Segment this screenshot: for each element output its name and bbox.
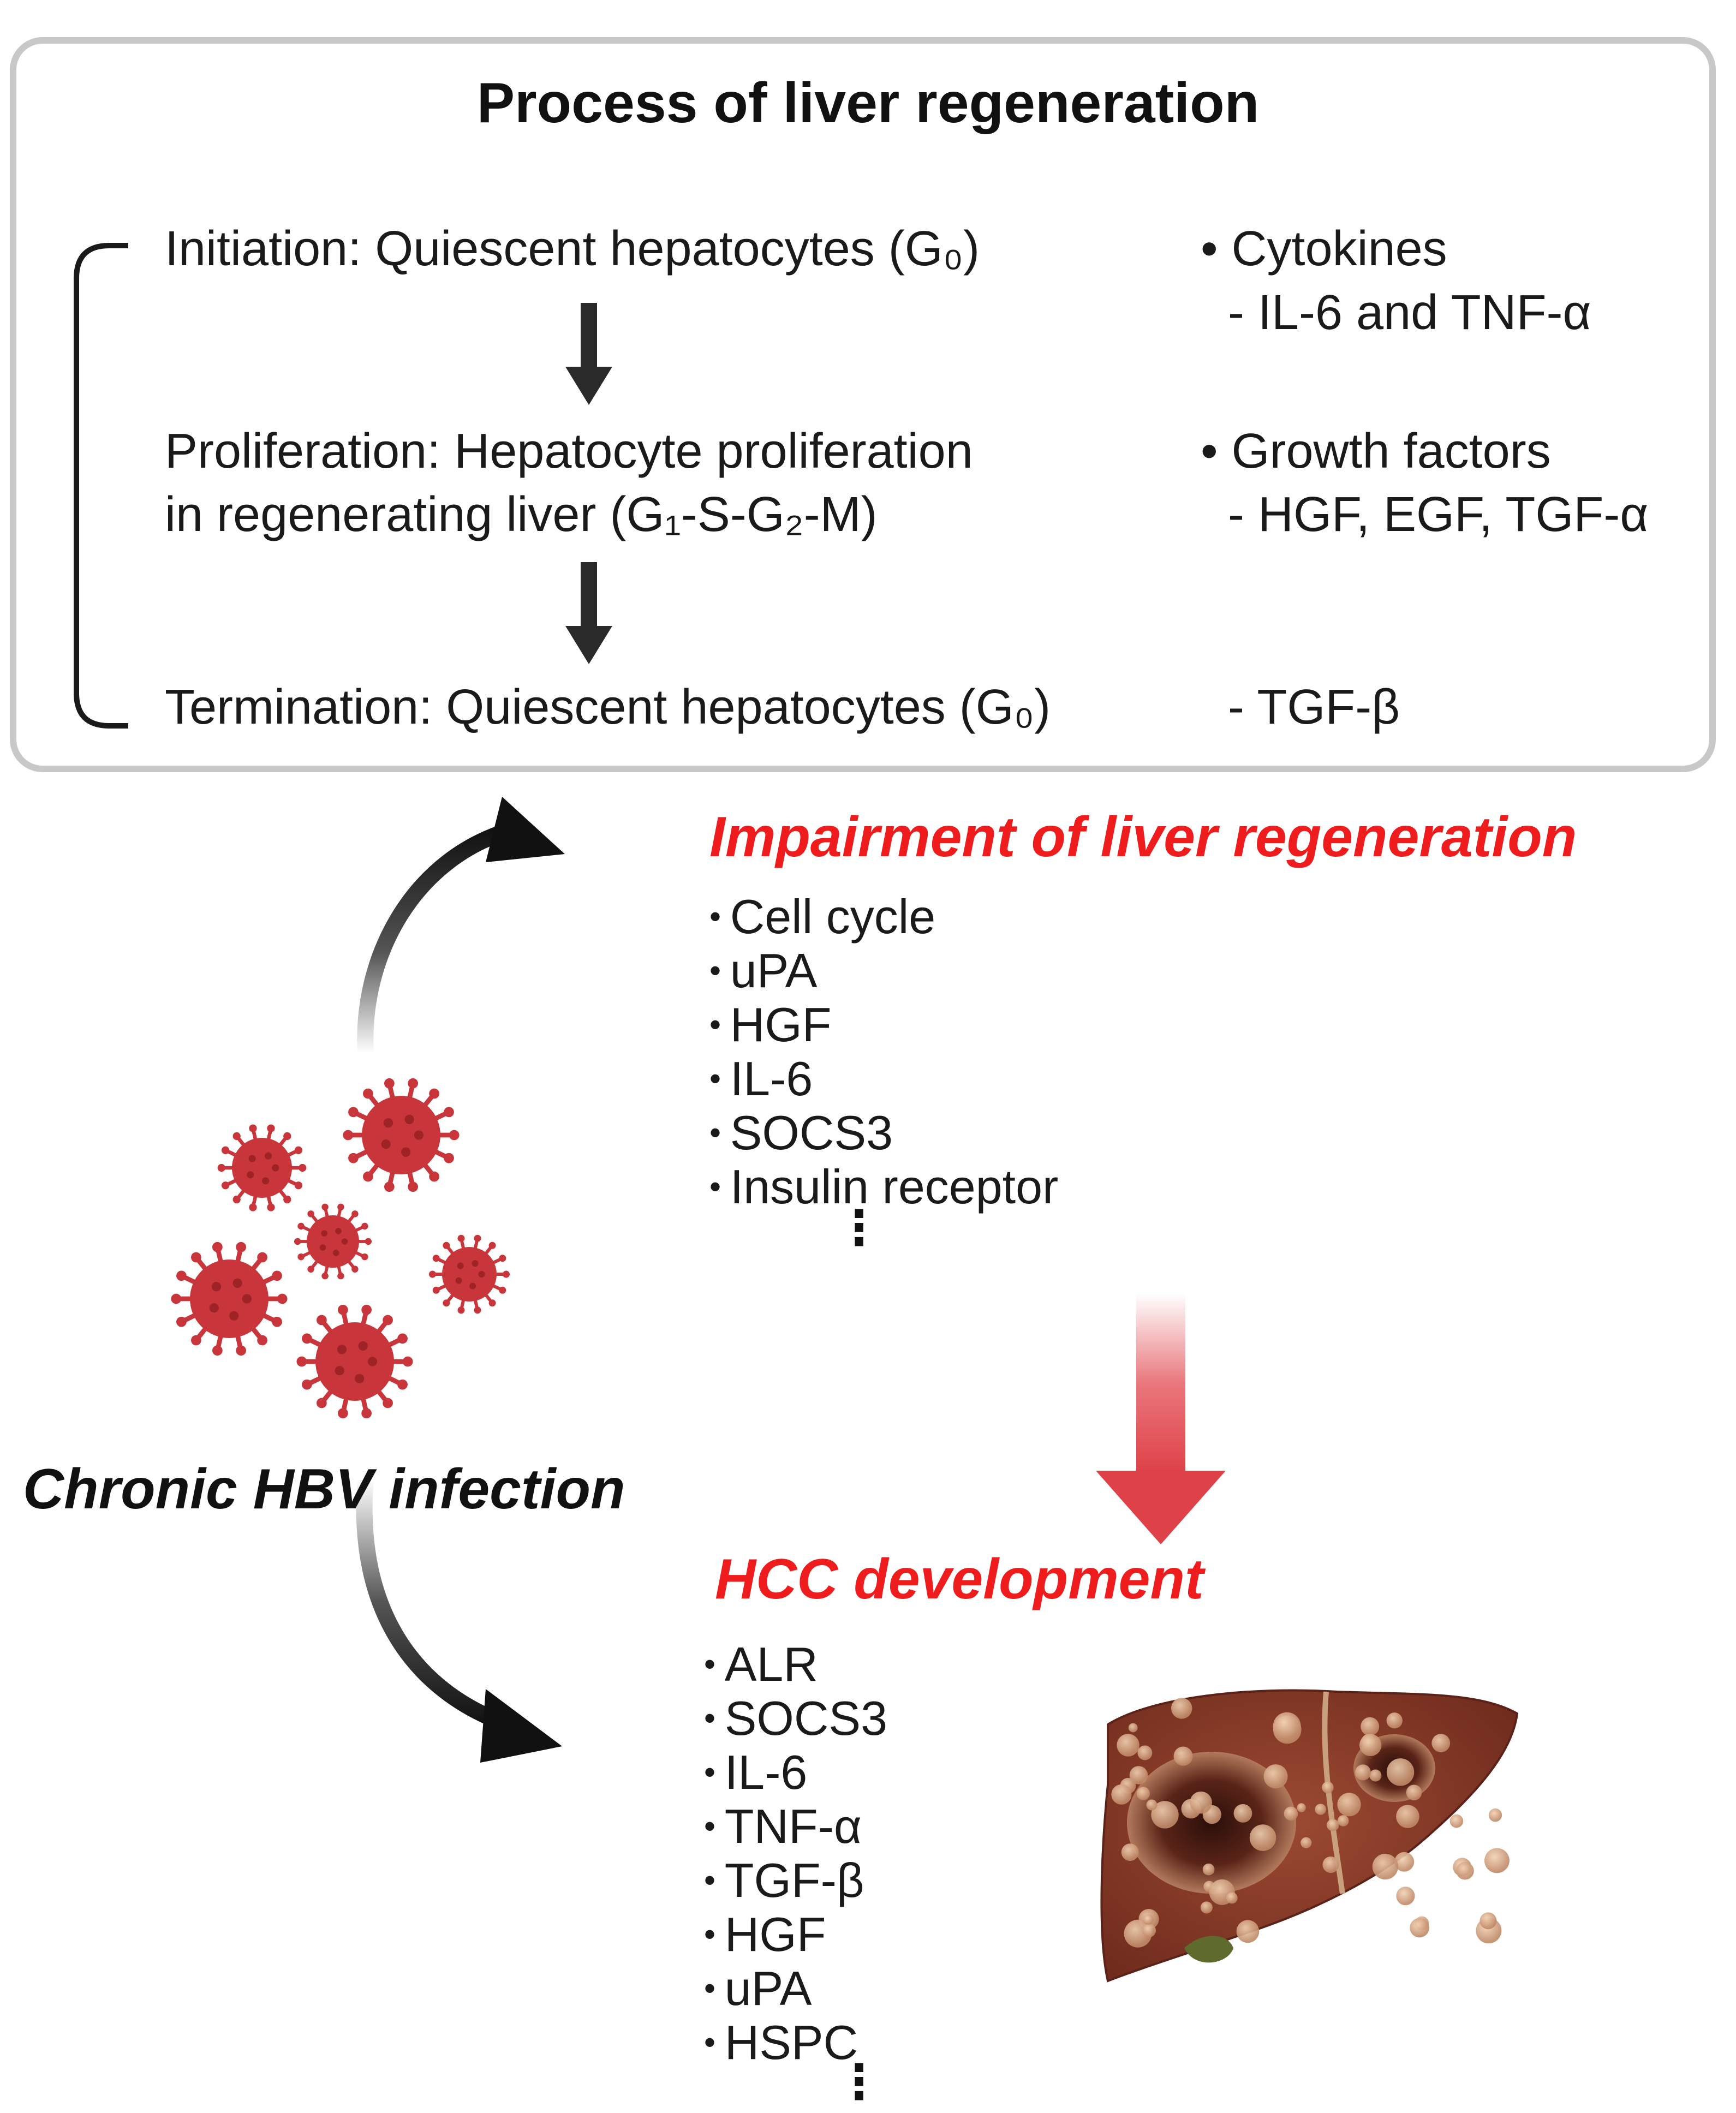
bracket [74,243,128,729]
virus-icon [217,1124,307,1211]
factor-cytokines-detail: - IL-6 and TNF-α [1228,285,1591,340]
hcc-list: ALRSOCS3IL-6TNF-αTGF-βHGFuPAHSPC [704,1637,887,2069]
impairment-item: SOCS3 [709,1106,1058,1160]
virus-icon [343,1078,460,1192]
stage-initiation: Initiation: Quiescent hepatocytes (G₀) [165,222,980,276]
arrow-to-hcc [356,1478,562,1763]
impairment-list: Cell cycleuPAHGFIL-6SOCS3Insulin recepto… [709,890,1059,1214]
pathway-arrows [356,797,1226,1763]
hcc-item: HGF [704,1907,887,1961]
virus-icon [294,1203,372,1280]
hcc-item: ALR [704,1637,887,1691]
hcc-item: TNF-α [704,1799,887,1853]
impairment-item: Insulin receptor [709,1160,1059,1214]
hbv-virus-cluster [171,1078,510,1419]
arrow-proliferation-to-termination [565,562,612,664]
process-flow-graphics [74,243,612,729]
gallbladder [1184,1936,1233,1963]
hcc-item: IL-6 [704,1745,887,1799]
factor-termination: - TGF-β [1228,680,1400,735]
hcc-item: uPA [704,1961,887,2015]
stage-proliferation-line1: Proliferation: Hepatocyte proliferation [165,424,973,479]
arrow-impairment-to-hcc [1096,1293,1226,1544]
hcc-more: ⋮ [835,2055,883,2109]
infection-label: Chronic HBV infection [23,1458,625,1521]
virus-icon [171,1241,288,1356]
arrow-initiation-to-proliferation [565,303,612,405]
virus-icon [296,1304,413,1419]
impairment-more: ⋮ [835,1201,883,1255]
factor-cytokines: • Cytokines [1201,222,1447,276]
hcc-item: SOCS3 [704,1691,887,1745]
process-title: Process of liver regeneration [476,71,1260,135]
virus-icon [429,1234,510,1314]
hcc-item: HSPC [704,2015,887,2069]
impairment-item: uPA [709,944,1058,998]
impairment-heading: Impairment of liver regeneration [709,805,1577,869]
factor-growth: • Growth factors [1201,424,1551,479]
impairment-item: HGF [709,998,1058,1052]
hcc-item: TGF-β [704,1853,887,1907]
arrow-to-impairment [357,797,565,1054]
stage-proliferation-line2: in regenerating liver (G₁-S-G₂-M) [165,487,878,542]
hcc-heading: HCC development [715,1548,1204,1611]
factor-growth-detail: - HGF, EGF, TGF-α [1228,487,1649,542]
liver-nodules [1111,1698,1510,1948]
process-box [10,37,1716,772]
hcc-liver-illustration [1100,1689,1519,1983]
impairment-item: IL-6 [709,1052,1058,1106]
stage-termination: Termination: Quiescent hepatocytes (G₀) [165,680,1051,735]
impairment-item: Cell cycle [709,890,1058,944]
